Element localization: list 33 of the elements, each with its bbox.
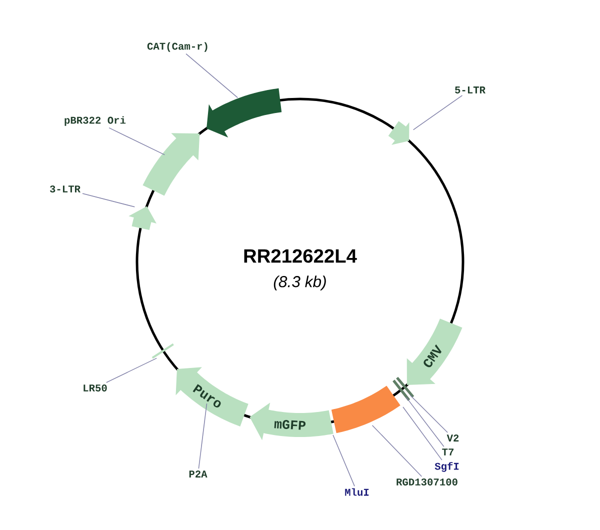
- leader-line: [106, 358, 158, 383]
- leader-line: [412, 95, 463, 130]
- leader-line: [402, 406, 442, 460]
- feature-block: [142, 133, 200, 196]
- feature-label: 3-LTR: [50, 186, 80, 192]
- leader-line: [372, 424, 422, 477]
- feature-label: LR50: [84, 384, 107, 392]
- feature-label: MluI: [345, 488, 369, 496]
- feature-block: [128, 206, 156, 230]
- plasmid-name: RR212622L4: [244, 249, 357, 263]
- feature-block: [206, 88, 282, 138]
- feature-label: pBR322 Ori: [64, 116, 126, 126]
- feature-block: [388, 121, 410, 145]
- site-marker: [396, 376, 414, 398]
- site-marker: [152, 343, 174, 359]
- leader-line: [186, 53, 238, 98]
- leader-line: [406, 396, 444, 447]
- site-marker: [392, 380, 410, 401]
- feature-label: CAT(Cam-r): [147, 42, 208, 52]
- feature-label: P2A: [189, 470, 208, 478]
- feature-label: 5-LTR: [455, 86, 486, 94]
- leader-line: [410, 394, 448, 433]
- feature-label: SgfI: [434, 462, 459, 472]
- feature-label: T7: [442, 448, 454, 456]
- leader-line: [198, 403, 208, 469]
- gene-band: [331, 386, 400, 434]
- plasmid-size: (8.3 kb): [274, 276, 326, 290]
- feature-label: V2: [446, 434, 459, 442]
- leader-line: [108, 127, 166, 156]
- leader-line: [332, 434, 355, 487]
- feature-block: mGFP: [250, 402, 334, 440]
- leader-line: [82, 193, 136, 208]
- feature-label: RGD1307100: [396, 478, 458, 486]
